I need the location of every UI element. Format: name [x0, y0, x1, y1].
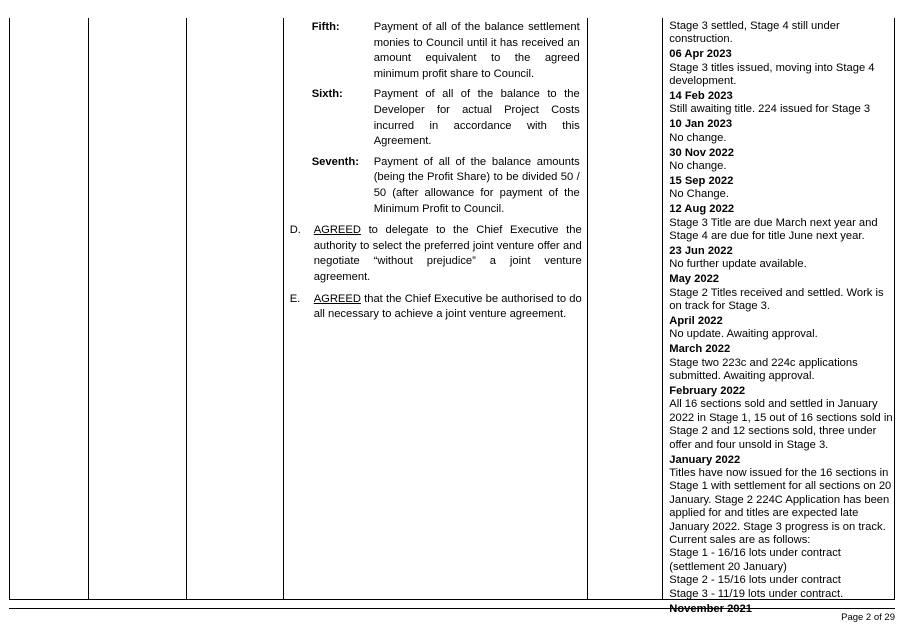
log-entry-date: 30 Nov 2022 [669, 146, 734, 159]
resolution-text: Fifth: Payment of all of the balance set… [290, 20, 586, 323]
log-entry-date: 14 Feb 2023 [669, 90, 733, 103]
log-entry-text: No change. [669, 160, 727, 173]
log-entry-date: 12 Aug 2022 [669, 203, 735, 216]
resolution-step: Sixth: Payment of all of the balance to … [290, 87, 586, 149]
log-entry-date: 23 Jun 2022 [669, 245, 733, 257]
resolution-clause-d: D. AGREED to delegate to the Chief Execu… [290, 223, 586, 285]
clause-text: AGREED to delegate to the Chief Executiv… [314, 223, 582, 285]
log-entry-text: Stage two 223c and 224c applications sub… [669, 356, 858, 383]
log-entry-text: Stage 2 Titles received and settled. Wor… [669, 286, 884, 313]
log-entry-text: Stage 3 titles issued, moving into Stage… [669, 61, 875, 88]
log-entry-text: Titles have now issued for the 16 sectio… [669, 467, 892, 547]
log-entry-text: Stage 1 - 16/16 lots under contract (set… [669, 547, 841, 573]
report-table: Fifth: Payment of all of the balance set… [9, 18, 895, 615]
step-text: Payment of all of the balance amounts (b… [373, 155, 580, 215]
log-entry-date: 06 Apr 2023 [669, 48, 732, 61]
log-entry-text: Stage 3 Title are due March next year an… [669, 216, 878, 243]
footer-rule [9, 608, 895, 609]
log-entry-text: Still awaiting title. 224 issued for Sta… [669, 103, 871, 116]
table-column-1 [10, 18, 89, 599]
log-entry-text: Stage 2 - 15/16 lots under contract [669, 574, 841, 587]
resolution-step: Seventh: Payment of all of the balance a… [290, 155, 586, 217]
log-entry-text: All 16 sections sold and settled in Janu… [669, 398, 893, 451]
step-heading: Sixth: [311, 88, 343, 101]
step-text: Payment of all of the balance to the Dev… [373, 88, 580, 148]
log-entry-date: February 2022 [669, 385, 746, 398]
log-entry-date: April 2022 [669, 315, 723, 328]
agreed-label: AGREED [313, 224, 361, 237]
log-entry-text: No update. Awaiting approval. [669, 328, 818, 341]
table-column-5 [588, 18, 664, 599]
log-text: Stage 3 settled, Stage 4 still under con… [669, 20, 840, 46]
log-entry-text: No further update available. [669, 258, 807, 271]
update-log-column: Stage 3 settled, Stage 4 still under con… [663, 18, 895, 615]
clause-letter: E. [289, 292, 301, 305]
step-heading: Fifth: [311, 21, 340, 33]
table-column-2 [89, 18, 187, 599]
clause-text: AGREED that the Chief Executive be autho… [314, 292, 582, 323]
log-entry-date: May 2022 [669, 273, 720, 286]
agreed-label: AGREED [313, 292, 361, 305]
table-column-3 [187, 18, 284, 599]
resolution-clause-e: E. AGREED that the Chief Executive be au… [290, 292, 586, 323]
clause-letter: D. [289, 224, 301, 237]
step-heading: Seventh: [311, 155, 359, 168]
log-entry-date: 10 Jan 2023 [669, 118, 733, 131]
step-text: Payment of all of the balance settlement… [373, 21, 580, 80]
resolution-column: Fifth: Payment of all of the balance set… [284, 18, 589, 599]
log-entry-date: March 2022 [669, 343, 731, 356]
log-entry-text: No Change. [669, 188, 729, 201]
log-entry-text: Stage 3 - 11/19 lots under contract. [669, 587, 844, 600]
resolution-step: Fifth: Payment of all of the balance set… [290, 20, 586, 82]
clause-body: to delegate to the Chief Executive the a… [313, 224, 582, 283]
log-entry-text: No change. [669, 131, 727, 144]
clause-body: that the Chief Executive be authorised t… [313, 292, 582, 321]
log-entry-date: January 2022 [669, 453, 741, 466]
update-log: Stage 3 settled, Stage 4 still under con… [669, 20, 893, 616]
log-entry-date: 15 Sep 2022 [669, 174, 734, 187]
page-number: Page 2 of 29 [841, 612, 895, 623]
